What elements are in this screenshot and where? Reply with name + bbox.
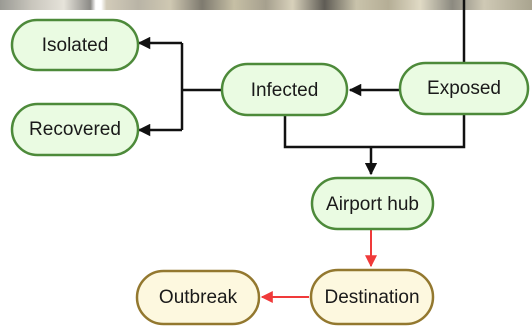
node-recovered-label: Recovered xyxy=(29,119,121,140)
node-exposed-label: Exposed xyxy=(427,78,501,99)
background-photo-strip xyxy=(0,0,532,10)
node-outbreak-label: Outbreak xyxy=(159,287,238,308)
node-airport-hub-label: Airport hub xyxy=(326,194,419,215)
edge-merge-line xyxy=(283,114,466,149)
node-infected-label: Infected xyxy=(251,80,319,101)
node-infected: Infected xyxy=(220,62,349,117)
node-recovered: Recovered xyxy=(10,102,140,157)
node-exposed: Exposed xyxy=(398,61,530,116)
node-isolated: Isolated xyxy=(10,18,140,72)
node-outbreak: Outbreak xyxy=(135,269,261,326)
node-isolated-label: Isolated xyxy=(42,35,109,56)
edges xyxy=(137,0,466,303)
node-airport-hub: Airport hub xyxy=(310,176,435,231)
node-destination-label: Destination xyxy=(324,287,419,308)
node-destination: Destination xyxy=(309,268,435,326)
